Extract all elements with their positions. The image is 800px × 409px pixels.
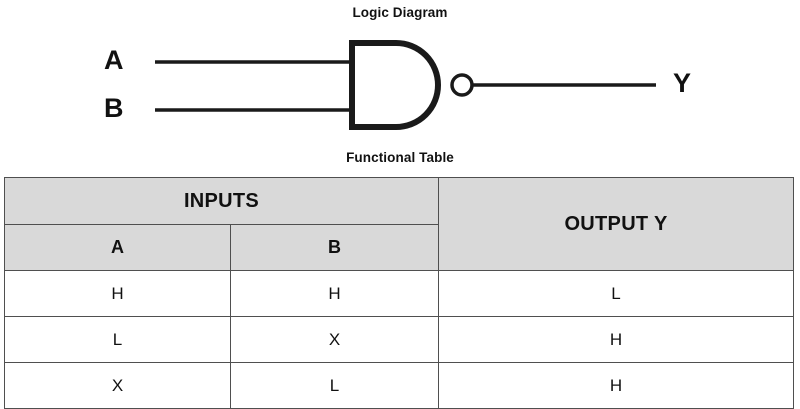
output-label-y: Y bbox=[673, 68, 692, 98]
cell-output-y: H bbox=[438, 362, 795, 409]
table-header: INPUTS OUTPUT Y A B bbox=[3, 177, 795, 271]
header-inputs: INPUTS bbox=[3, 177, 440, 225]
table-body: H H L L X H X L H bbox=[4, 270, 795, 409]
functional-table: INPUTS OUTPUT Y A B H H L L X H X L H bbox=[3, 177, 795, 409]
header-input-b: B bbox=[229, 224, 440, 271]
functional-table-title: Functional Table bbox=[346, 150, 454, 165]
table-row: L X H bbox=[4, 316, 795, 363]
cell-input-a: L bbox=[4, 316, 231, 363]
cell-input-b: L bbox=[229, 362, 440, 409]
input-label-a: A bbox=[104, 45, 124, 75]
table-row: X L H bbox=[4, 362, 795, 409]
and-gate-body bbox=[349, 40, 441, 130]
cell-input-b: X bbox=[229, 316, 440, 363]
cell-output-y: H bbox=[438, 316, 795, 363]
logic-diagram-canvas bbox=[0, 28, 800, 148]
cell-input-a: H bbox=[4, 270, 231, 317]
inversion-bubble-icon bbox=[450, 73, 474, 97]
header-input-a: A bbox=[4, 224, 231, 271]
table-row: H H L bbox=[4, 270, 795, 317]
input-label-b: B bbox=[104, 93, 124, 123]
table-header-row-groups: INPUTS OUTPUT Y bbox=[3, 177, 795, 271]
cell-input-a: X bbox=[4, 362, 231, 409]
logic-diagram-title: Logic Diagram bbox=[352, 5, 448, 20]
cell-input-b: H bbox=[229, 270, 440, 317]
cell-output-y: L bbox=[438, 270, 795, 317]
header-output-y: OUTPUT Y bbox=[438, 177, 795, 271]
nand-gate-schematic bbox=[155, 40, 656, 130]
